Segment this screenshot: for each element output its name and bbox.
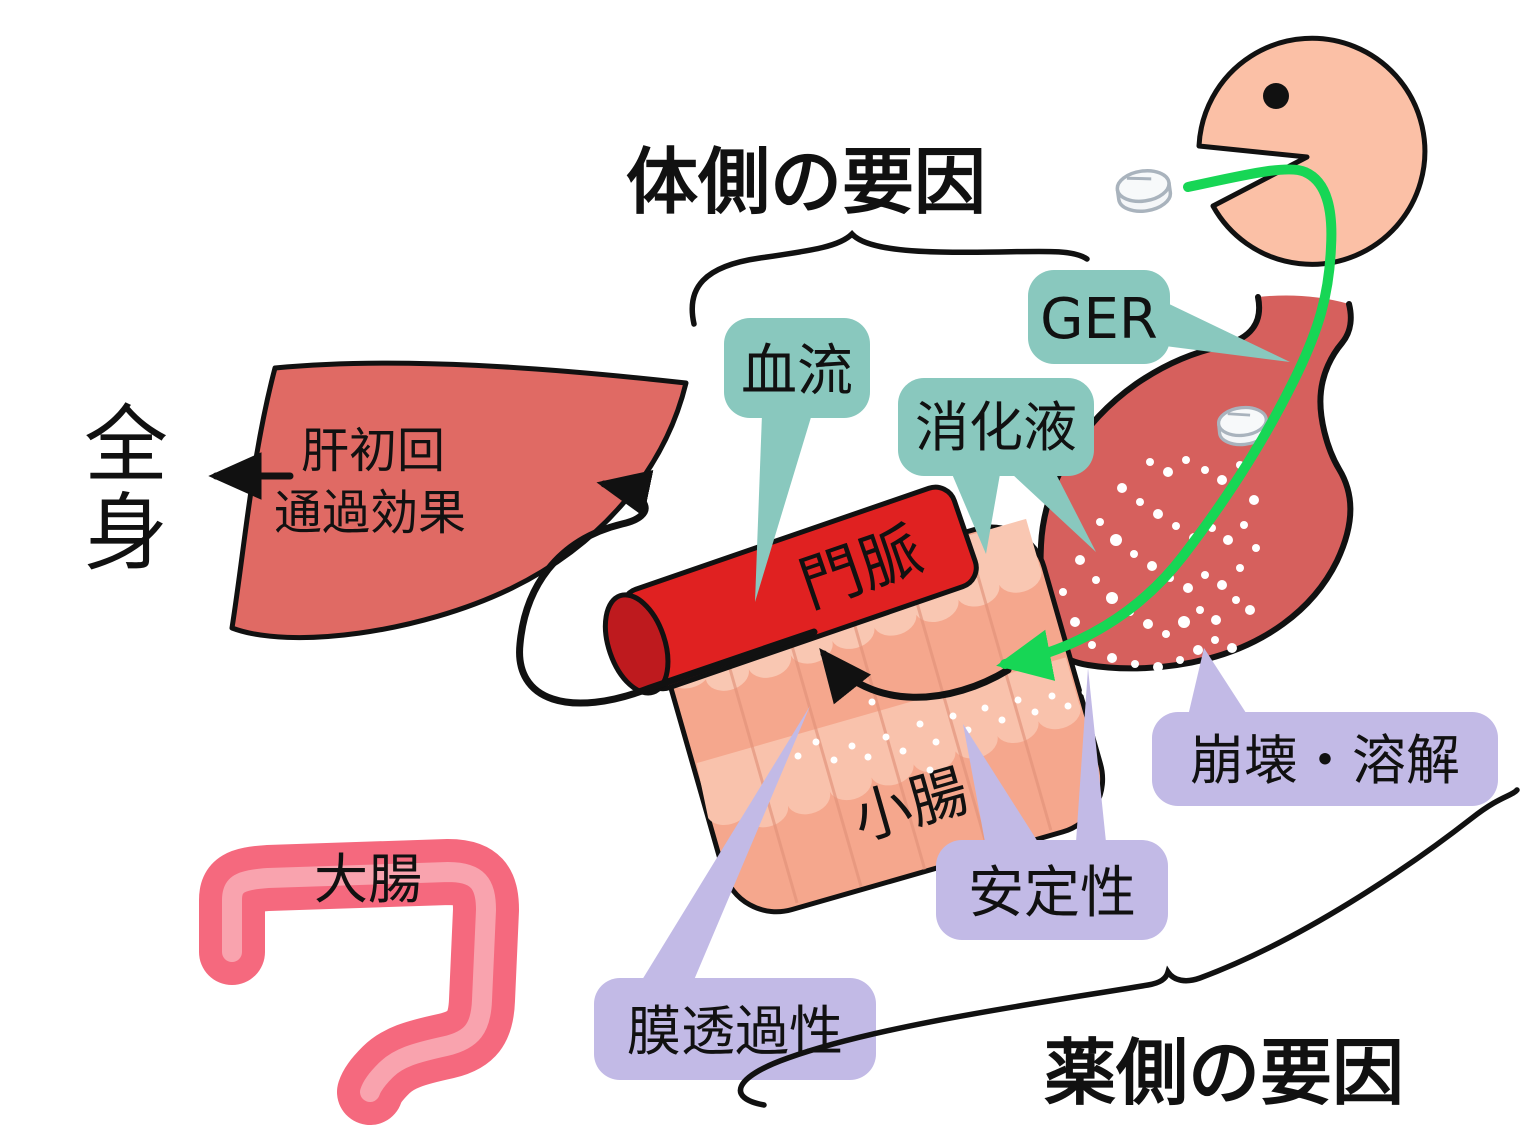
colon-inner-stripe [222,862,496,1102]
digestive-fluid-pointer-right [1012,474,1096,552]
body-side-brace [689,230,1090,327]
liver-label-line2: 通過効果 [274,485,466,541]
disintegration-bubble-pointer [1188,648,1248,716]
liver-shape [229,360,689,641]
whole-body-label-line1: 全 [84,396,168,494]
disintegration-bubble [1152,712,1498,806]
blood-flow-bubble [724,318,870,418]
head [1196,35,1428,267]
large-intestine-label: 大腸 [314,848,422,911]
disintegration-bubble-label: 崩壊・溶解 [1190,729,1460,792]
large-intestine: 大腸 [199,839,519,1125]
portal-vein-endcap [602,592,671,696]
stability-pointer-right [1076,668,1106,842]
liver: 肝初回 通過効果 [229,360,689,641]
stability-pointer-left [963,724,1038,842]
flow-arrows [208,452,1012,707]
blood-flow-bubble-pointer [755,414,812,602]
arrow-portal-vein-to-liver [516,470,818,707]
blood-flow-bubble-label: 血流 [741,339,853,404]
ger-bubble [1028,270,1170,364]
body-side-heading: 体側の要因 [626,140,986,224]
eye-icon [1263,83,1289,109]
drug-path-green [996,164,1337,681]
permeability-bubble-label: 膜透過性 [627,1000,843,1063]
drug-side-bubbles: 崩壊・溶解 安定性 膜透過性 [594,648,1498,1080]
whole-body-label-line2: 身 [84,484,168,582]
head-face [1196,35,1428,267]
digestive-fluid-pointer-left [952,474,1000,554]
pill-icon [1115,169,1173,213]
intestine-drug-particles [794,688,1089,774]
permeability-bubble-pointer [642,706,810,980]
drug-side-brace [737,787,1520,1108]
digestive-fluid-bubble-label: 消化液 [915,396,1077,459]
stability-bubble [936,840,1168,940]
stability-bubble-label: 安定性 [968,861,1136,926]
ger-bubble-label: GER [1040,287,1158,352]
ger-bubble-pointer [1165,302,1290,362]
drug-side-heading: 薬側の要因 [1044,1031,1404,1115]
liver-label-line1: 肝初回 [301,423,445,479]
stomach-outline [1037,294,1354,672]
digestive-fluid-bubble [898,378,1094,476]
headings: 体側の要因 薬側の要因 全 身 [84,140,1520,1115]
arrow-intestine-to-portal-vein [819,647,1012,705]
body-side-bubbles: GER 血流 消化液 [724,270,1290,602]
stomach-fill [1040,295,1351,669]
portal-vein: 門脈 [602,484,979,696]
